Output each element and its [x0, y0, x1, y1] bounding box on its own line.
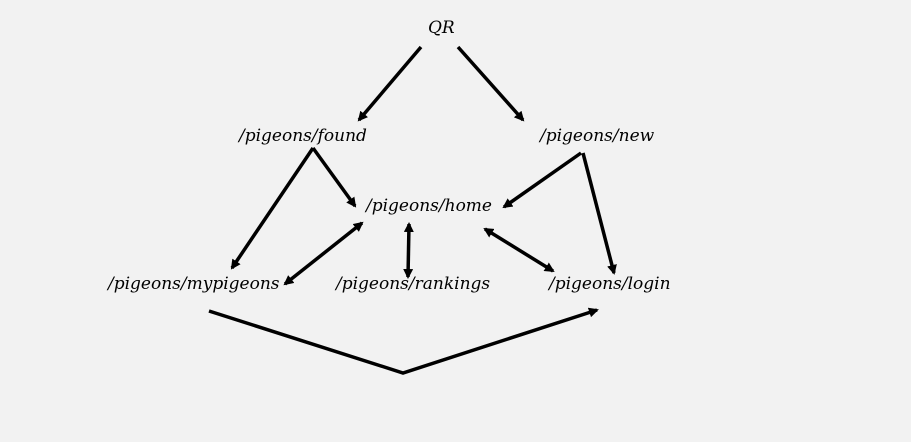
- edge-home-rankings: [403, 222, 414, 279]
- node-pigeons-mypigeons: /pigeons/mypigeons: [108, 274, 280, 294]
- edge-qr-to-new: [456, 45, 525, 122]
- node-pigeons-rankings: /pigeons/rankings: [336, 274, 491, 294]
- node-pigeons-found: /pigeons/found: [239, 126, 367, 146]
- edge-mypigeons-home: [283, 221, 364, 286]
- edge-new-to-home: [502, 151, 583, 209]
- node-pigeons-login: /pigeons/login: [549, 274, 671, 294]
- edge-new-to-login: [581, 152, 617, 275]
- node-qr: QR: [428, 18, 455, 38]
- edge-home-login: [483, 227, 555, 273]
- edge-found-to-mypigeons: [230, 147, 315, 270]
- node-pigeons-home: /pigeons/home: [366, 196, 492, 216]
- edge-found-to-home: [311, 146, 357, 208]
- node-pigeons-new: /pigeons/new: [540, 126, 655, 146]
- edge-qr-to-found: [357, 45, 423, 122]
- edge-mypigeons-to-login: [208, 307, 599, 375]
